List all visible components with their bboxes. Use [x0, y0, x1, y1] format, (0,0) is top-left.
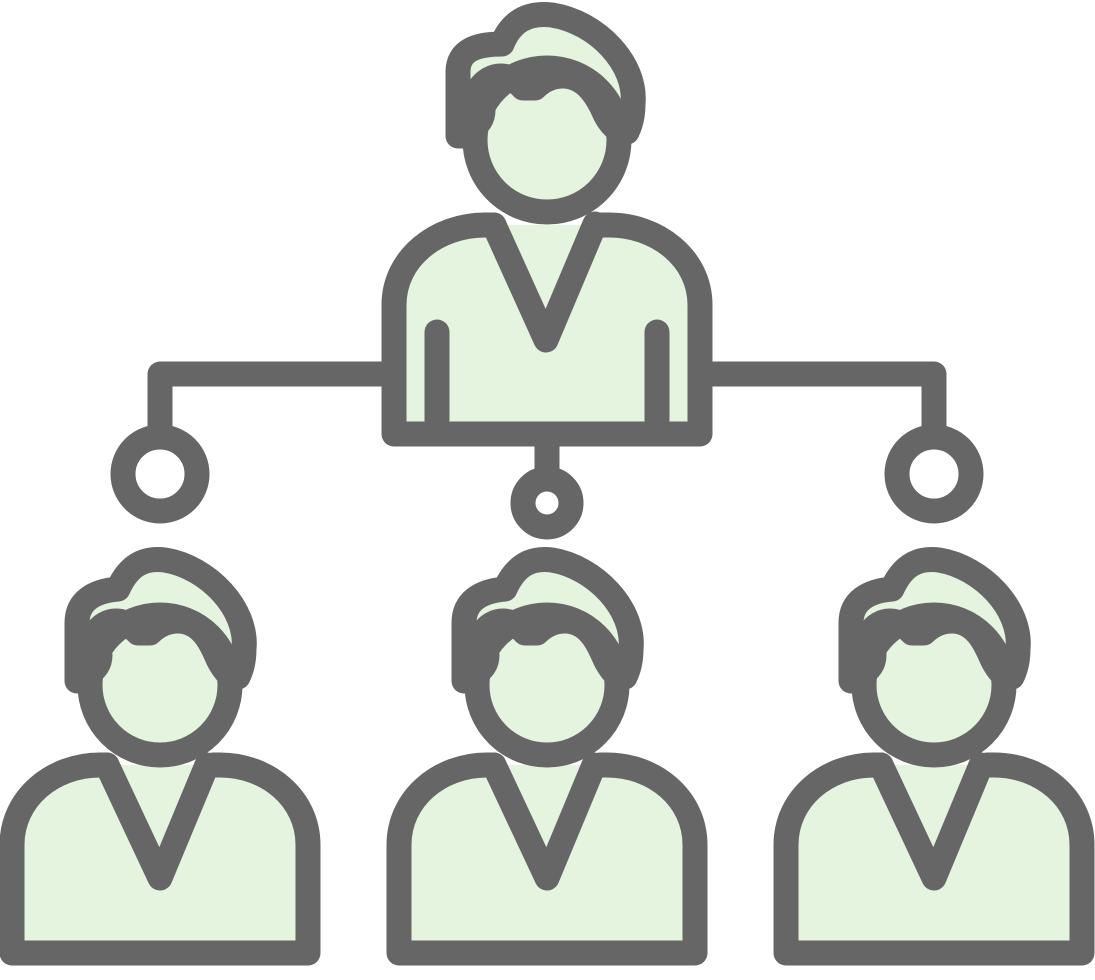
circle-node-icon [510, 466, 584, 540]
circle-node-icon [884, 424, 984, 524]
team-member-center-person-icon [386, 547, 708, 966]
team-member-right-person-icon [773, 547, 1095, 966]
circle-node-icon [110, 424, 210, 524]
connector-lines [147, 361, 947, 483]
manager-person-icon [381, 2, 713, 447]
team-member-left-person-icon [0, 547, 321, 966]
